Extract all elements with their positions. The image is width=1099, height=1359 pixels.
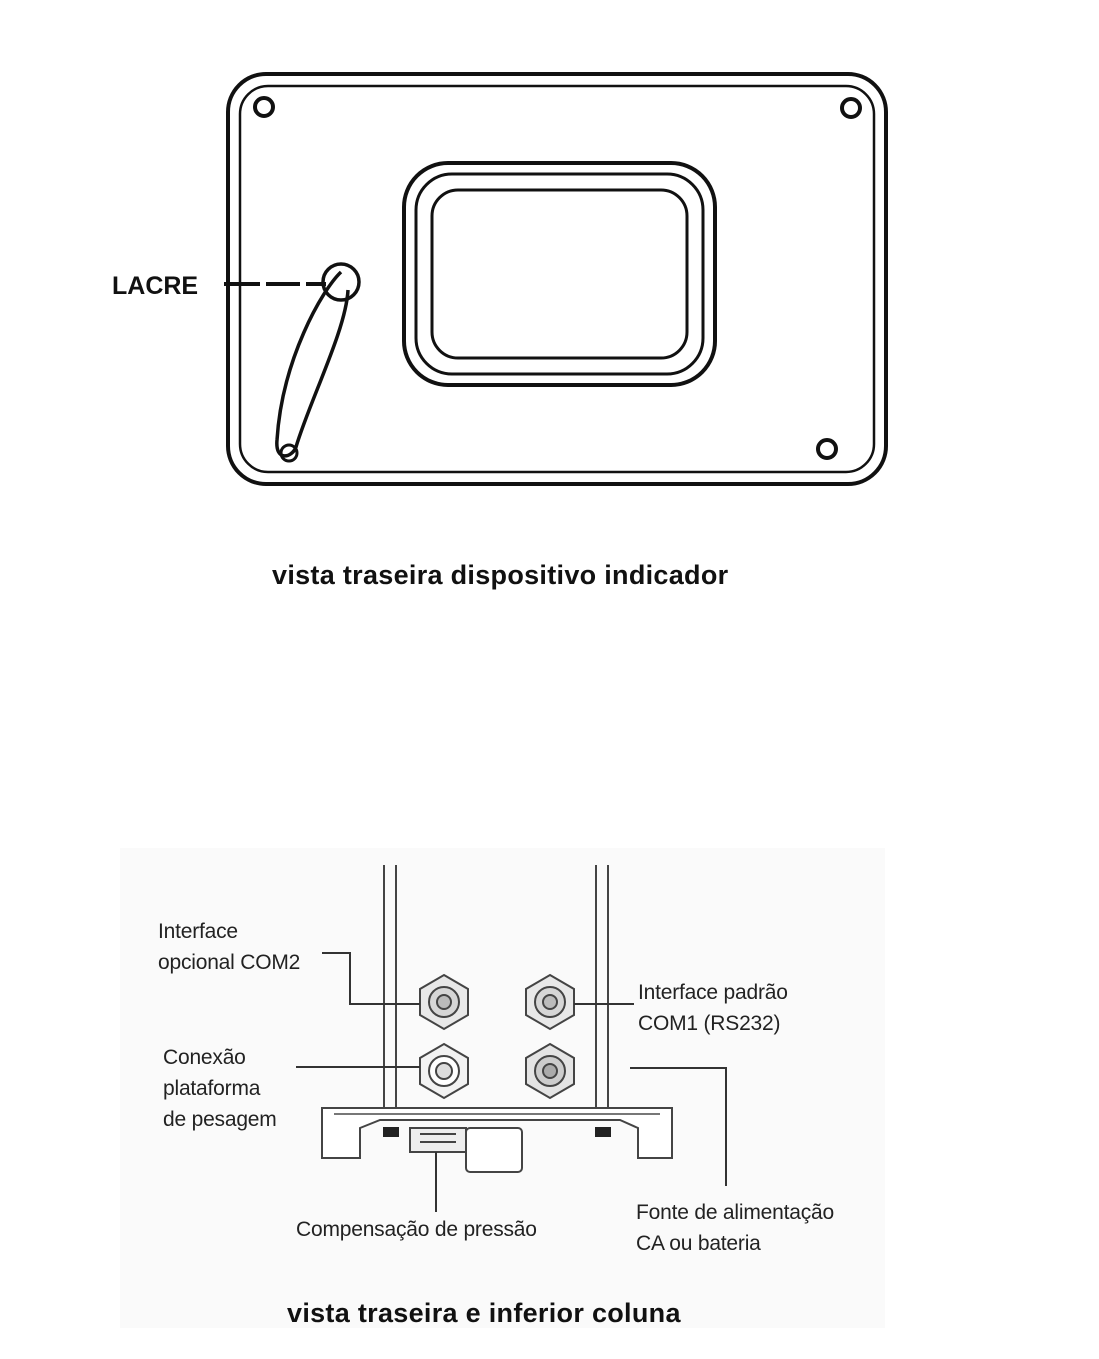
connector-weighing-platform xyxy=(419,1042,469,1100)
column-rear-bottom-view-diagram xyxy=(296,865,727,1212)
rear-window-mid xyxy=(414,172,705,376)
seal-label: LACRE xyxy=(112,272,199,300)
screw-bottom-right xyxy=(816,438,838,460)
seal-point xyxy=(321,262,361,302)
callout-power-supply: Fonte de alimentação CA ou bateria xyxy=(636,1201,834,1255)
rear-window-inner xyxy=(430,188,689,360)
seal-anchor xyxy=(279,443,299,463)
pressure-valve-body xyxy=(409,1127,467,1153)
indicator-rear-view-diagram xyxy=(224,72,888,486)
leader-power xyxy=(630,1067,727,1186)
leader-com2 xyxy=(322,952,420,1005)
callout-pressure-compensation: Compensação de pressão xyxy=(296,1218,537,1241)
callout-com2: Interface opcional COM2 xyxy=(158,920,301,974)
connector-com2 xyxy=(419,973,469,1031)
housing-inner-outline xyxy=(238,84,876,474)
screw-top-left xyxy=(253,96,275,118)
screw-top-right xyxy=(840,97,862,119)
connector-power-supply xyxy=(525,1042,575,1100)
pressure-valve-housing xyxy=(465,1127,523,1173)
base-foot-right xyxy=(595,1127,611,1137)
callout-com1: Interface padrão COM1 (RS232) xyxy=(638,981,788,1035)
connector-com1 xyxy=(525,973,575,1031)
housing-outer-outline xyxy=(226,72,888,486)
base-foot-left xyxy=(383,1127,399,1137)
bottom-figure-caption: vista traseira e inferior coluna xyxy=(287,1298,681,1328)
callout-weighing-platform: Conexão plataforma de pesagem xyxy=(163,1046,277,1131)
top-figure-caption: vista traseira dispositivo indicador xyxy=(272,560,729,590)
column-view-background xyxy=(120,848,885,1328)
rear-window-outer xyxy=(402,161,717,387)
